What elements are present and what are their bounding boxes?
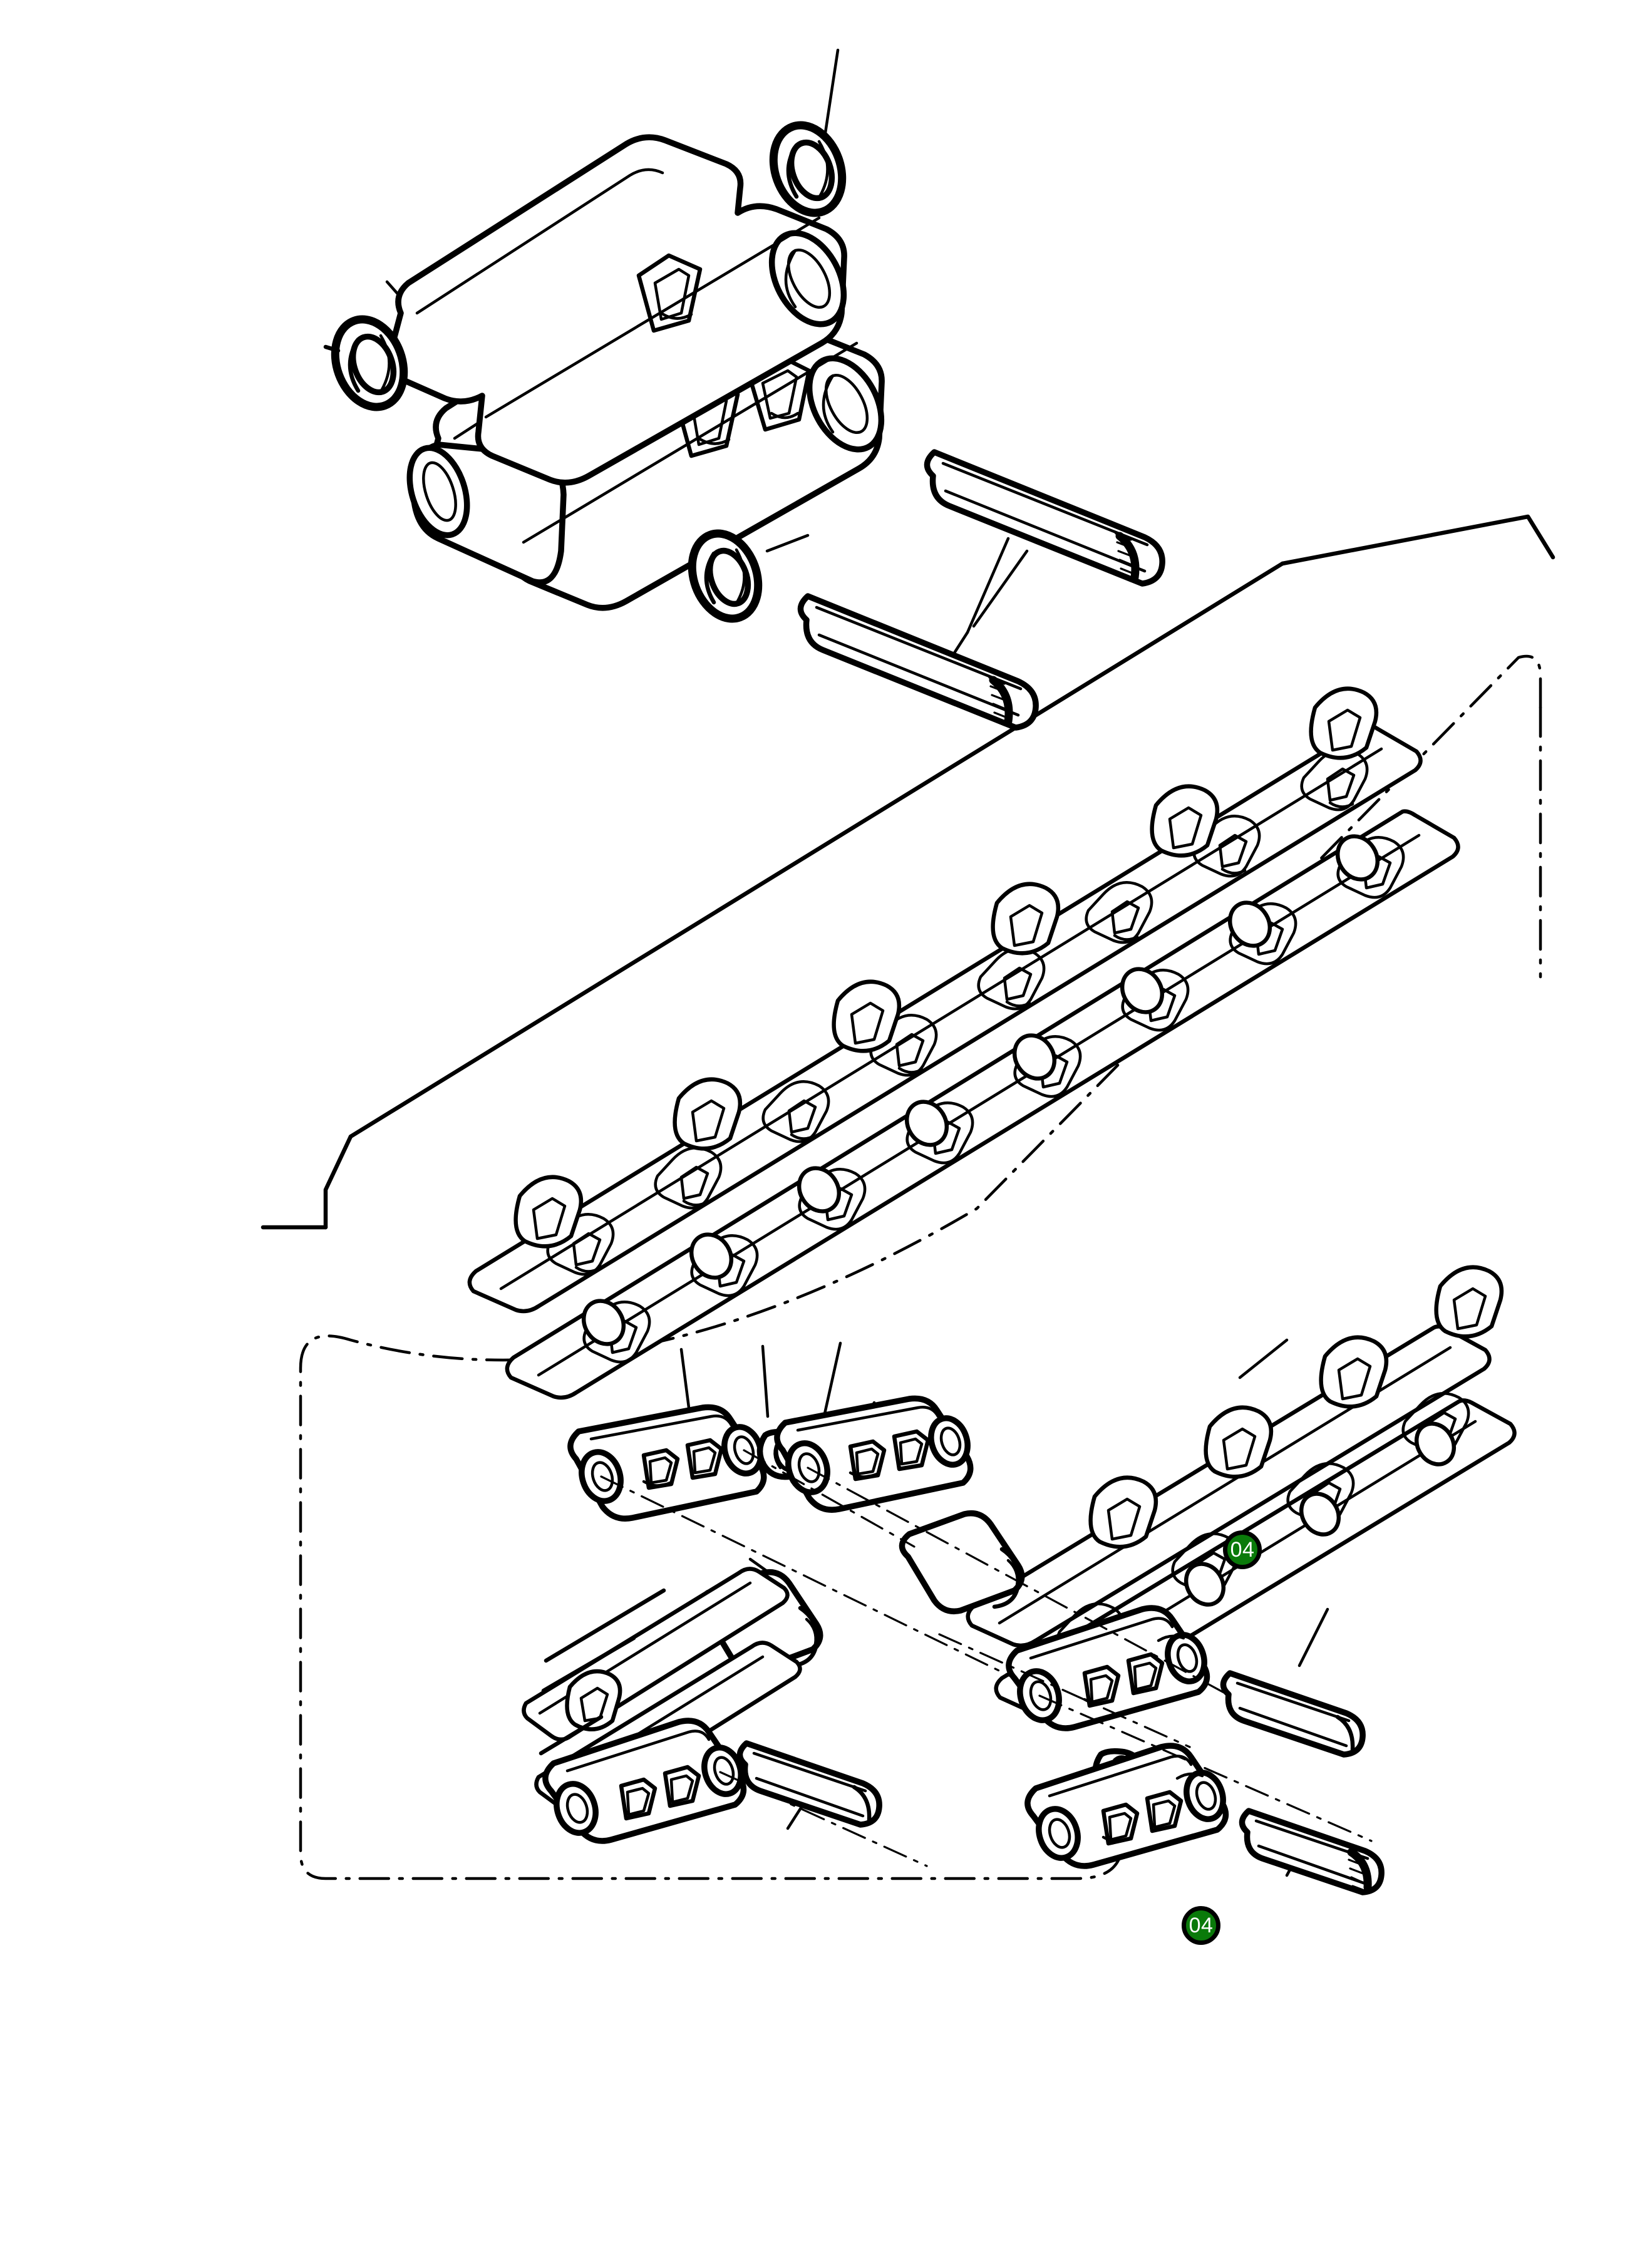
chain-run-upper	[467, 686, 1460, 1400]
pin-b	[1239, 1808, 1385, 1895]
lower-exploded-group	[522, 1265, 1517, 1895]
callout-label: 04	[1230, 1538, 1255, 1562]
spline-teeth-upper	[1115, 532, 1136, 582]
link-plate-a	[567, 1404, 767, 1522]
spline-teeth-lower	[988, 676, 1009, 726]
assembly-axis-lines	[600, 1449, 1373, 1867]
callout-marker-04-lower[interactable]: 04	[1182, 1906, 1220, 1945]
spline-teeth-pin-b	[1346, 1850, 1368, 1891]
chain-pin-bosses	[581, 834, 1380, 1346]
callout-marker-04-upper[interactable]: 04	[1223, 1530, 1262, 1569]
solid-leader-border	[260, 514, 1555, 1230]
callout-label: 04	[1189, 1914, 1214, 1937]
pin-splined-upper	[924, 449, 1165, 587]
master-link-outer	[386, 134, 847, 486]
pin-a	[1220, 1670, 1366, 1758]
bushing-large-a	[899, 1510, 1025, 1614]
dash-dot-border	[299, 654, 1542, 1880]
seal-lower-center	[688, 529, 763, 623]
pin-splined-lower	[797, 593, 1039, 731]
link-plate-c	[1006, 1605, 1210, 1731]
chain-shoe-lugs	[513, 686, 1379, 1249]
chain-fragment-left	[522, 1567, 802, 1844]
seal-upper-left	[323, 315, 408, 411]
link-plate-d	[1024, 1743, 1229, 1869]
seal-upper-right	[769, 121, 847, 217]
upper-master-link-group	[323, 48, 1165, 731]
link-plate-b	[774, 1395, 974, 1513]
